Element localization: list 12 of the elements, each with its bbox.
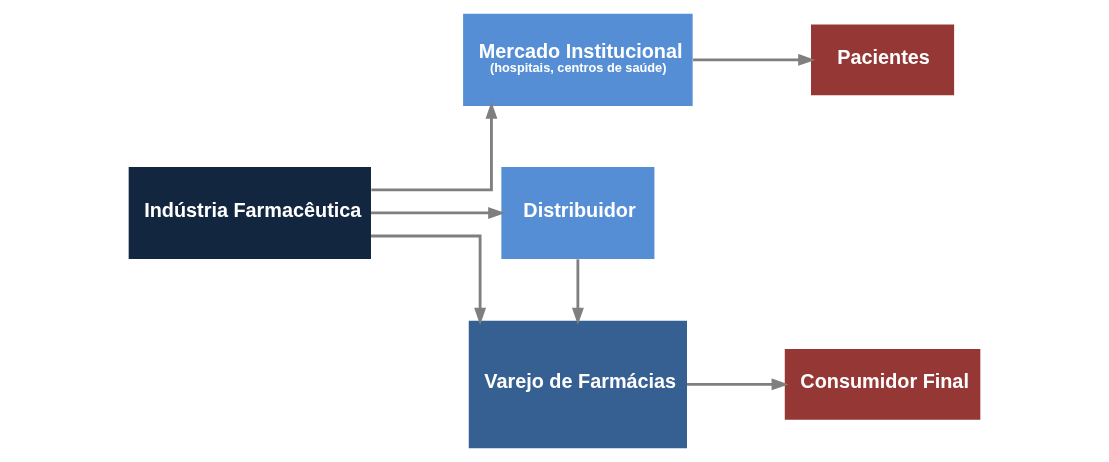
arrow: [371, 101, 498, 192]
node-box: Mercado Institucional (hospitais, centros de saúde): [463, 13, 693, 106]
arrow: [693, 53, 816, 66]
arrow: [687, 378, 789, 391]
arrow: [571, 259, 584, 325]
arrow: [371, 234, 487, 325]
node-box: Varejo de Farmácias: [468, 320, 687, 449]
node-box: Distribuidor: [501, 166, 655, 259]
arrow: [371, 206, 506, 219]
node-box: Indústria Farmacêutica: [128, 166, 371, 259]
node-box: Pacientes: [811, 24, 955, 96]
node-box: Consumidor Final: [784, 348, 981, 420]
